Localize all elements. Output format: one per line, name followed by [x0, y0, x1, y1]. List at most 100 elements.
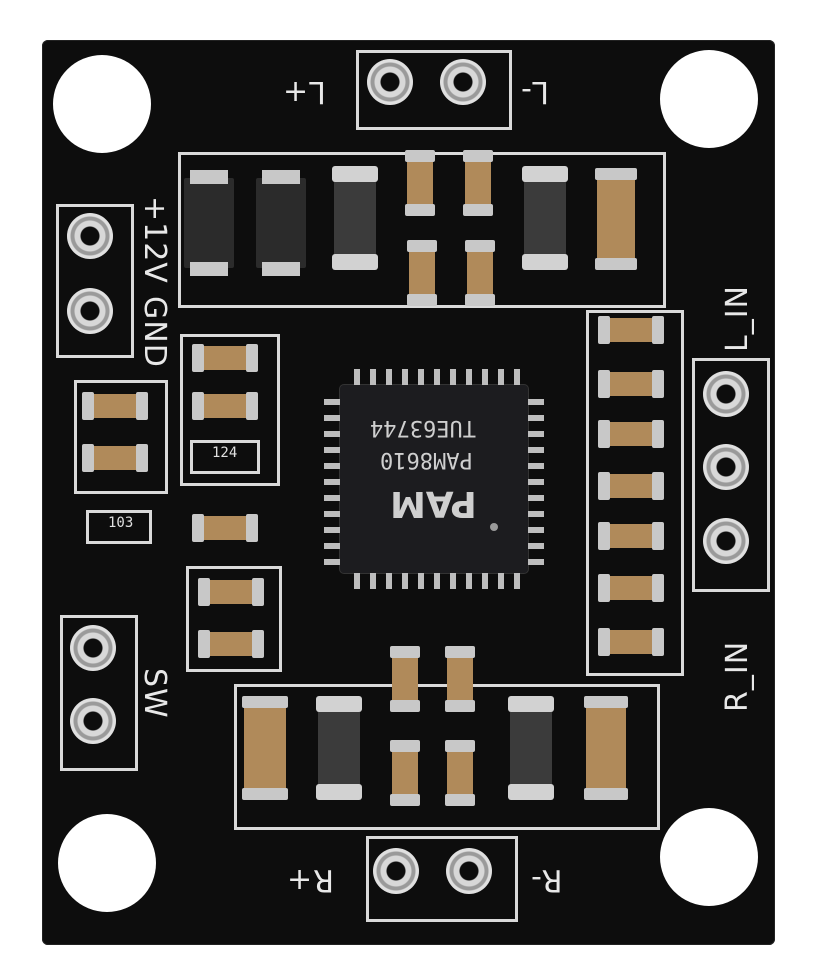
left-outer-resistor-1: [82, 392, 148, 420]
chip-pin: [418, 573, 424, 589]
left-outer-resistor-2: [82, 444, 148, 472]
input-pad-3: [703, 518, 749, 564]
chip-pin: [498, 573, 504, 589]
chip-pin: [370, 369, 376, 385]
l-plus-pad: [367, 59, 413, 105]
top-diode-1: [184, 170, 234, 276]
right-resistor-1: [598, 316, 664, 344]
resistor-mark-124: 124: [212, 445, 238, 461]
chip-pin: [528, 415, 544, 421]
top-capacitor-3: [595, 168, 637, 270]
right-resistor-6: [598, 574, 664, 602]
chip-pin: [386, 369, 392, 385]
chip-logo: PAM: [390, 483, 477, 524]
resistor-mark-103: 103: [108, 515, 134, 531]
chip-pin: [418, 369, 424, 385]
top-cap-small-3: [407, 240, 437, 306]
chip-pin: [434, 573, 440, 589]
left-resistor-3: [192, 514, 258, 542]
mounting-hole-top-right: [660, 50, 758, 148]
top-cap-small-4: [465, 240, 495, 306]
chip-pin: [528, 463, 544, 469]
chip-pin: [324, 431, 340, 437]
input-pad-2: [703, 444, 749, 490]
chip-pin: [528, 527, 544, 533]
chip-pin: [498, 369, 504, 385]
left-resistor-1: [192, 344, 258, 372]
bottom-capacitor-1: [242, 696, 288, 800]
right-component-outline: [586, 310, 684, 676]
chip-pin: [482, 369, 488, 385]
l-in-label: L_IN: [720, 284, 755, 352]
right-resistor-2: [598, 370, 664, 398]
sw-terminal-outline: [60, 615, 138, 771]
right-resistor-5: [598, 522, 664, 550]
bottom-cap-small-2: [445, 646, 475, 712]
bottom-cap-small-1: [390, 646, 420, 712]
pam8610-chip: TUE63744 PAM8610 PAM: [340, 385, 528, 573]
right-resistor-3: [598, 420, 664, 448]
chip-pin: [528, 447, 544, 453]
chip-pin: [450, 369, 456, 385]
chip-pin: [528, 479, 544, 485]
r-in-label: R_IN: [720, 640, 755, 712]
left-outer-outline: [74, 380, 168, 494]
right-resistor-4: [598, 472, 664, 500]
r-terminal-outline: [366, 836, 518, 922]
chip-pin: [528, 559, 544, 565]
left-resistor-4: [198, 578, 264, 606]
mounting-hole-top-left: [53, 55, 151, 153]
chip-pin: [354, 573, 360, 589]
chip-part-number: PAM8610: [380, 447, 473, 472]
bottom-capacitor-2: [316, 696, 362, 800]
left-lower-outline: [186, 566, 282, 672]
gnd-pad: [67, 288, 113, 334]
mounting-hole-bottom-left: [58, 814, 156, 912]
chip-pin: [528, 511, 544, 517]
chip-pin: [450, 573, 456, 589]
chip-pin1-dot: [490, 523, 498, 531]
left-resistor-5: [198, 630, 264, 658]
chip-pin: [354, 369, 360, 385]
r-plus-label: R+: [286, 862, 334, 897]
chip-pin: [324, 447, 340, 453]
top-cap-small-1: [405, 150, 435, 216]
left-resistor-103: [86, 510, 152, 544]
mounting-hole-bottom-right: [660, 808, 758, 906]
power-terminal-outline: [56, 204, 134, 358]
gnd-label: GND: [137, 296, 172, 368]
chip-pin: [402, 573, 408, 589]
bottom-capacitor-4: [584, 696, 628, 800]
chip-pin: [434, 369, 440, 385]
left-resistor-124: [190, 440, 260, 474]
input-terminal-outline: [692, 358, 770, 592]
chip-pin: [386, 573, 392, 589]
chip-pin: [324, 511, 340, 517]
l-minus-pad: [440, 59, 486, 105]
top-diode-2: [256, 170, 306, 276]
chip-pin: [324, 415, 340, 421]
top-cap-small-2: [463, 150, 493, 216]
chip-pin: [482, 573, 488, 589]
bottom-cap-small-3: [390, 740, 420, 806]
chip-pin: [528, 495, 544, 501]
sw-pad-2: [70, 698, 116, 744]
r-minus-label: R-: [530, 862, 563, 897]
chip-pin: [324, 495, 340, 501]
right-resistor-7: [598, 628, 664, 656]
r-minus-pad: [446, 848, 492, 894]
sw-pad-1: [70, 625, 116, 671]
chip-pin: [528, 431, 544, 437]
chip-pin: [324, 399, 340, 405]
left-component-outline: [180, 334, 280, 486]
chip-pin: [528, 543, 544, 549]
v12-pad: [67, 213, 113, 259]
chip-pin: [324, 543, 340, 549]
chip-pin: [324, 527, 340, 533]
chip-pin: [324, 559, 340, 565]
chip-pin: [466, 369, 472, 385]
chip-pin: [514, 573, 520, 589]
v12-label: +12V: [137, 196, 172, 284]
bottom-capacitor-3: [508, 696, 554, 800]
sw-label: SW: [137, 668, 172, 719]
